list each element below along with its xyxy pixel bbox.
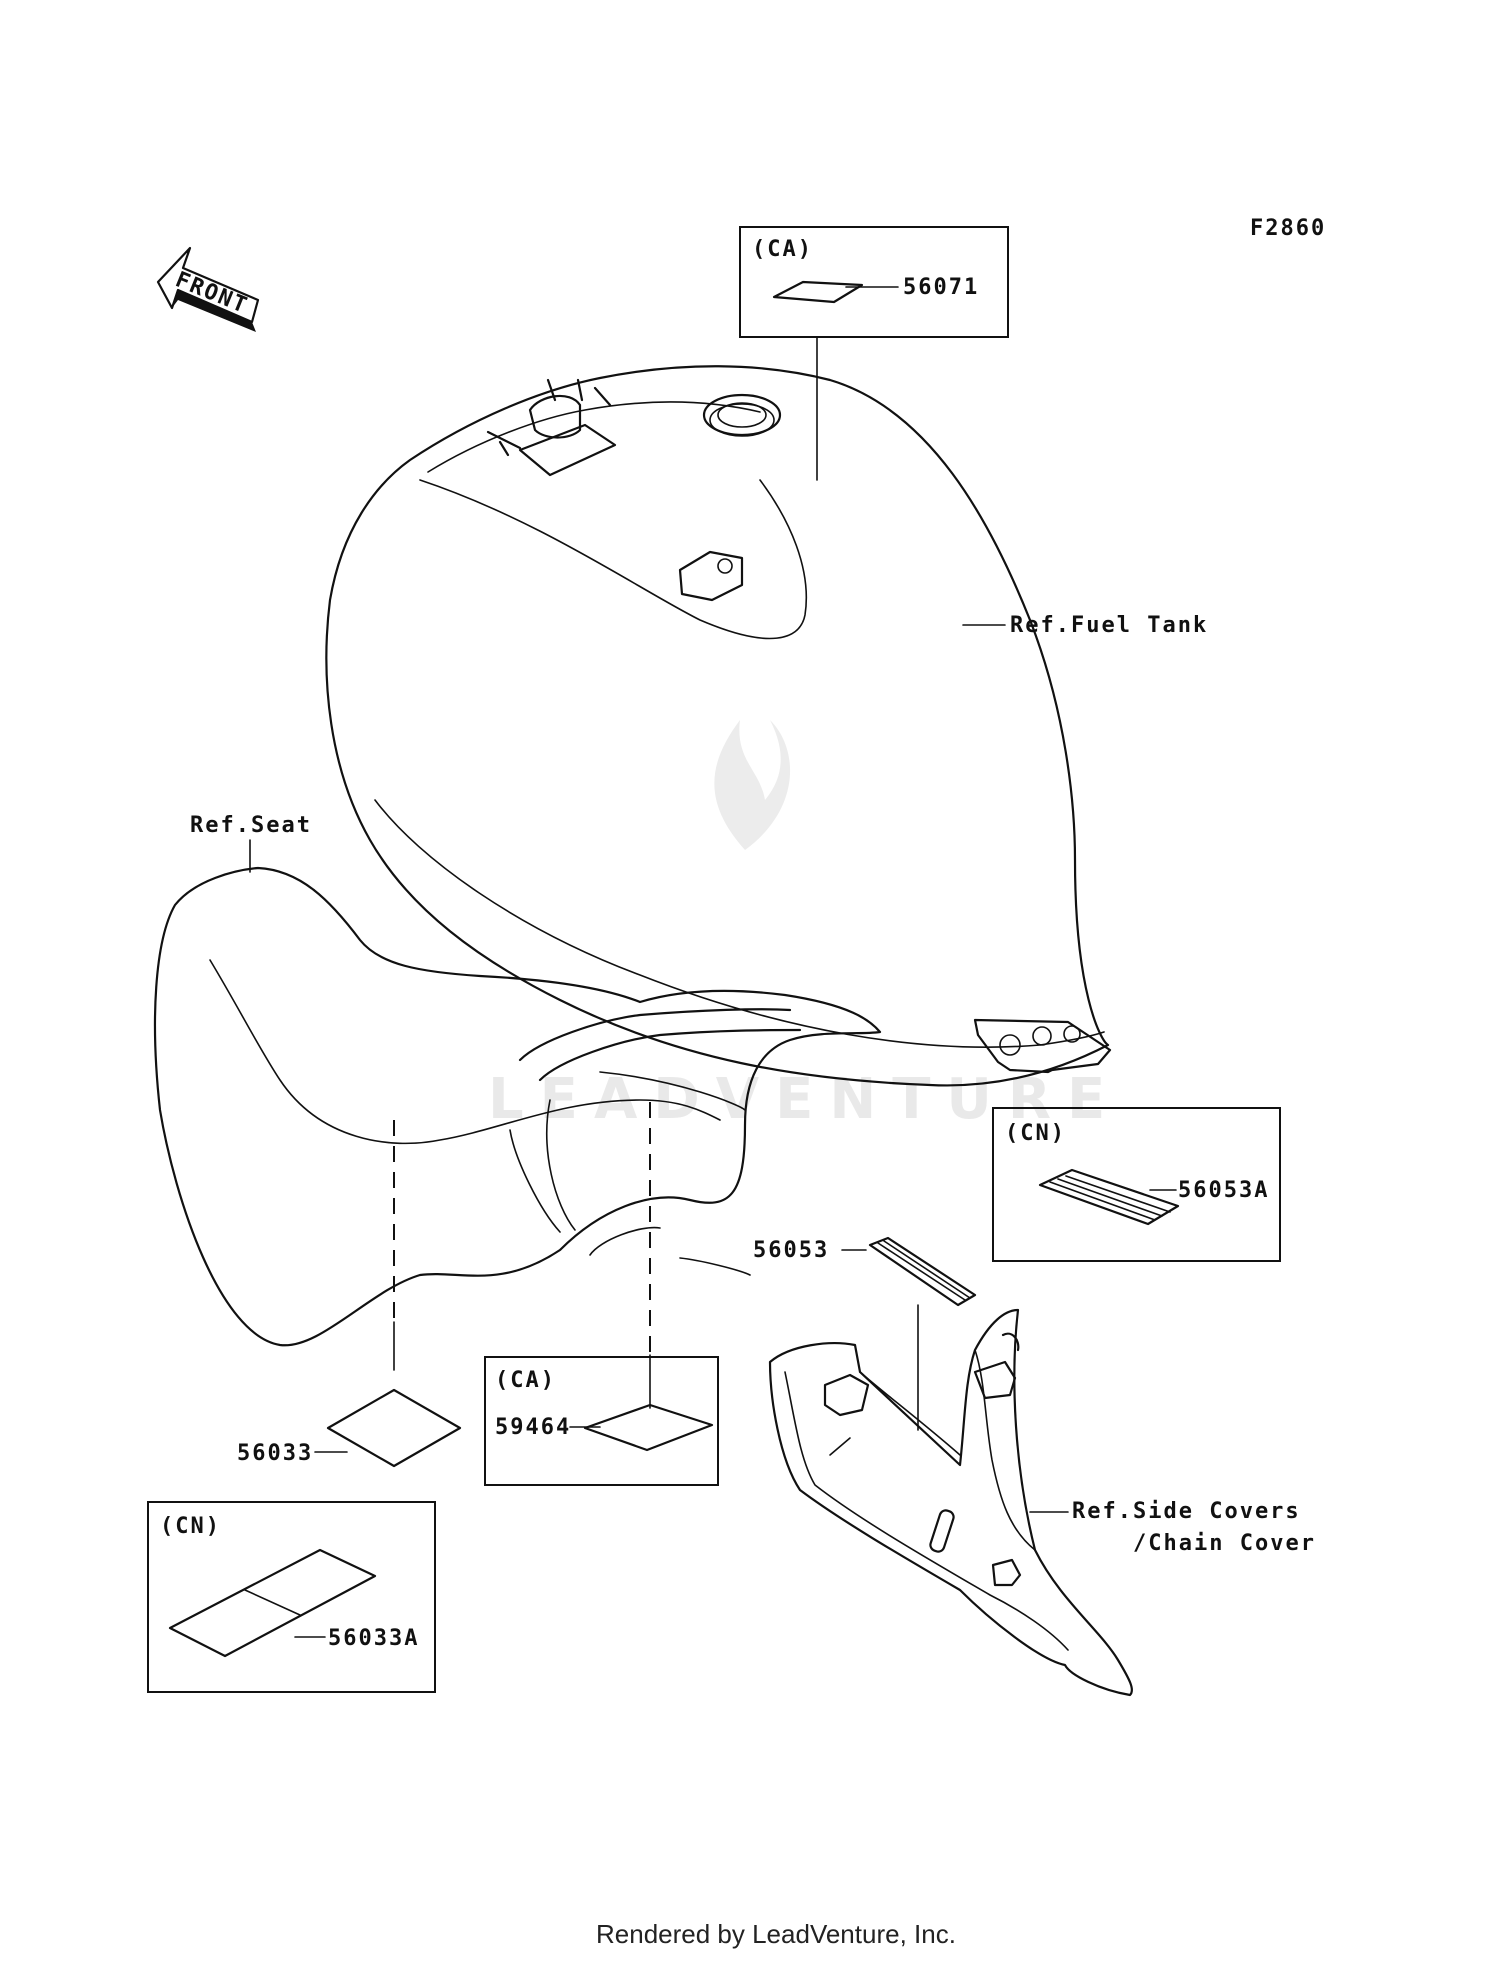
footer-credit: Rendered by LeadVenture, Inc. [596,1919,956,1949]
ref-fuel-tank-label: Ref.Fuel Tank [1010,613,1208,638]
label-56033-shape [326,1388,462,1468]
cn-seat-box [147,1501,436,1693]
figure-code: F2860 [1250,216,1326,241]
label-56033a-shape [168,1548,377,1658]
leadventure-watermark: LEADVENTURE [488,720,1121,1132]
ca-tank-label: (CA) [752,237,813,262]
seat-drawing [153,866,882,1347]
ca-seat-box [484,1356,719,1486]
watermark-text: LEADVENTURE [488,1067,1121,1132]
part-56071: 56071 [903,275,979,300]
cn-side-label: (CN) [1005,1121,1066,1146]
part-56053: 56053 [753,1238,829,1263]
label-56053a-shape [1038,1168,1180,1226]
ref-side-covers-label: Ref.Side Covers [1072,1499,1301,1524]
ref-seat-label: Ref.Seat [190,813,312,838]
ref-chain-cover-label: /Chain Cover [1133,1531,1316,1556]
side-cover-drawing [768,1308,1134,1697]
ca-seat-label: (CA) [495,1368,556,1393]
fuel-tank-drawing [325,365,1112,1087]
part-59464: 59464 [495,1415,571,1440]
front-arrow-icon: FRONT [156,246,260,332]
part-56033a: 56033A [328,1626,419,1651]
ca-tank-box [739,226,1009,338]
part-56053a: 56053A [1178,1178,1269,1203]
label-59464-shape [583,1403,714,1452]
cn-seat-label: (CN) [160,1514,221,1539]
label-56053-shape [868,1236,977,1307]
cn-side-box [992,1107,1281,1262]
label-56071-shape [772,280,864,304]
part-56033: 56033 [237,1441,313,1466]
